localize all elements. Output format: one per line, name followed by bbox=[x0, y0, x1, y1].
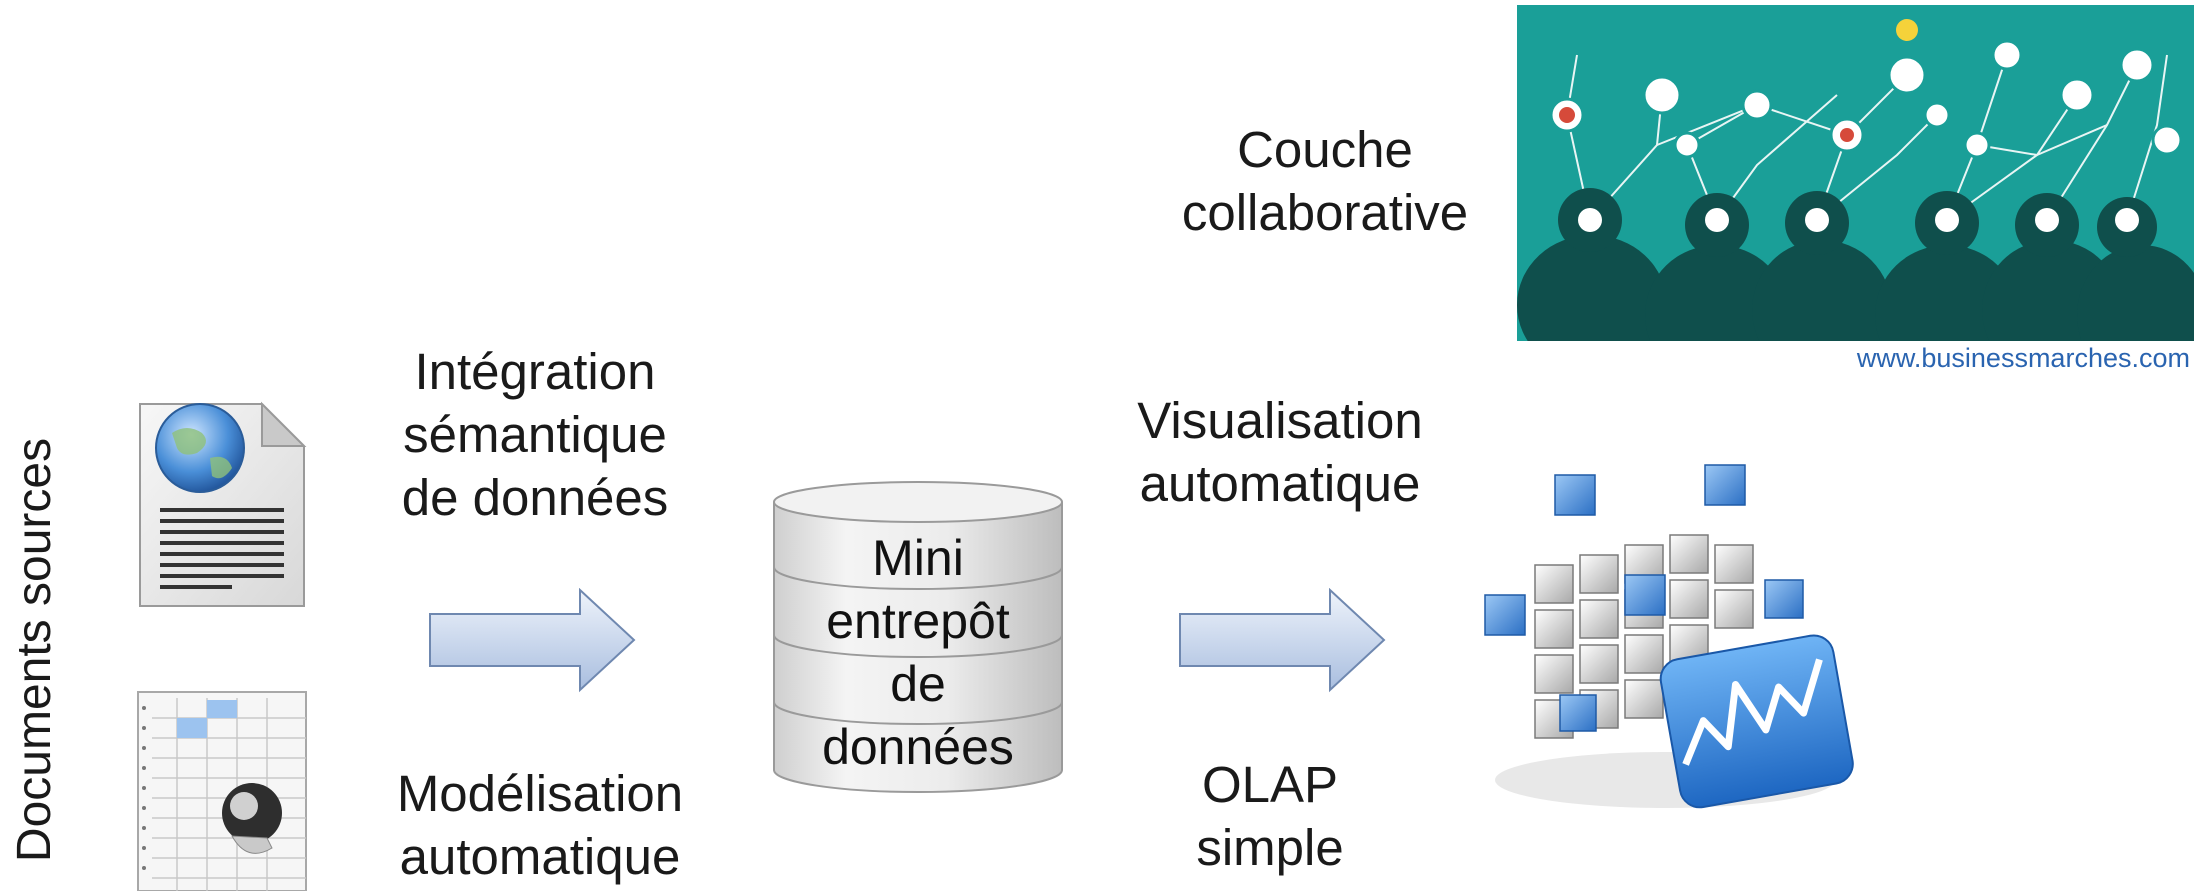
datamart-line-2: entrepôt bbox=[826, 593, 1010, 649]
collab-label: Couche collaborative bbox=[1170, 118, 1480, 244]
spreadsheet-document-icon bbox=[132, 688, 312, 891]
modelisation-line-1: Modélisation bbox=[396, 765, 684, 822]
olap-cube-icon bbox=[1475, 455, 1855, 835]
database-cylinder-icon bbox=[770, 480, 1066, 798]
arrow-right-icon bbox=[1178, 588, 1388, 693]
visualisation-line-2: automatique bbox=[1139, 455, 1421, 512]
modelisation-label: Modélisation automatique bbox=[385, 762, 695, 888]
datamart-line-1: Mini bbox=[872, 530, 964, 586]
olap-label: OLAP simple bbox=[1150, 753, 1390, 879]
collab-line-1: Couche bbox=[1237, 121, 1413, 178]
datamart-line-3: de bbox=[890, 656, 946, 712]
visualisation-label: Visualisation automatique bbox=[1125, 389, 1435, 515]
collab-line-2: collaborative bbox=[1181, 184, 1469, 241]
collaboration-network-image bbox=[1517, 5, 2194, 341]
image-source-caption: www.businessmarches.com bbox=[1856, 343, 2190, 373]
olap-line-2: simple bbox=[1196, 819, 1344, 876]
arrow-right-icon bbox=[428, 588, 638, 693]
modelisation-line-2: automatique bbox=[399, 828, 681, 885]
visualisation-line-1: Visualisation bbox=[1137, 392, 1423, 449]
datamart-label: Mini entrepôt de données bbox=[790, 527, 1046, 779]
documents-sources-label: Documents sources bbox=[8, 437, 61, 863]
integration-line-1: Intégration bbox=[414, 343, 656, 400]
integration-line-3: de données bbox=[401, 469, 669, 526]
integration-label: Intégration sémantique de données bbox=[390, 340, 680, 529]
olap-line-1: OLAP bbox=[1201, 756, 1339, 813]
datamart-line-4: données bbox=[822, 719, 1014, 775]
integration-line-2: sémantique bbox=[403, 406, 667, 463]
web-document-icon bbox=[132, 398, 312, 613]
